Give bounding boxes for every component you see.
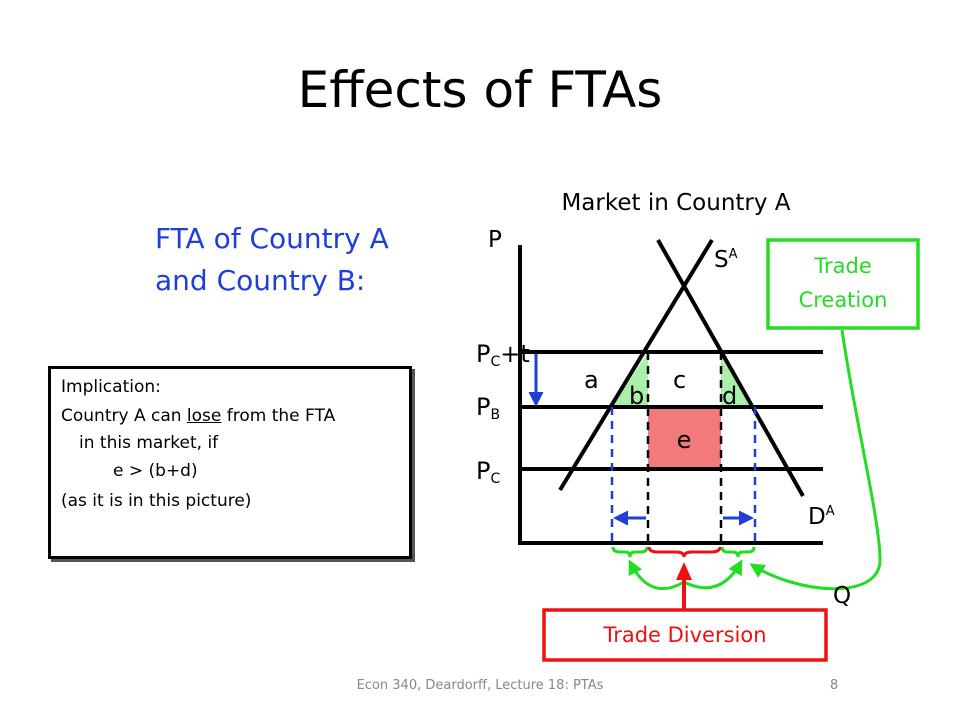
- implication-line-3: in this market, if: [79, 433, 219, 453]
- trade-creation-line-2: Creation: [799, 288, 888, 312]
- pb-sub: B: [490, 407, 500, 423]
- trade-diversion-box: [542, 608, 828, 662]
- pct-suffix: +t: [500, 340, 530, 368]
- brace-right-green: [720, 546, 756, 558]
- label-demand: DA: [808, 504, 835, 530]
- implication-box: Implication: Country A can lose from the…: [48, 366, 412, 559]
- label-supply: SA: [714, 247, 738, 273]
- brace-left-green: [611, 546, 649, 558]
- demand-sup: A: [826, 504, 835, 519]
- implication-line-5: (as it is in this picture): [61, 491, 252, 511]
- area-label-d: d: [722, 382, 737, 410]
- pct-sub: C: [490, 354, 500, 370]
- pb-main: P: [476, 393, 490, 421]
- brace-red: [647, 546, 722, 558]
- implication-lose-word: lose: [186, 406, 222, 426]
- implication-heading: Implication:: [61, 377, 161, 397]
- axis-label-q: Q: [833, 583, 851, 609]
- label-pc: PC: [476, 457, 500, 487]
- slide-footer: Econ 340, Deardorff, Lecture 18: PTAs: [356, 678, 604, 693]
- demand-main: D: [808, 504, 826, 530]
- trade-diversion-label: Trade Diversion: [602, 623, 766, 647]
- axis-label-p: P: [488, 227, 502, 253]
- supply-sup: A: [729, 247, 738, 262]
- diversion-arrow-left: [628, 559, 685, 591]
- area-label-a: a: [584, 366, 599, 394]
- diversion-arrow-right: [683, 559, 743, 590]
- implication-line-2-pre: Country A can: [61, 406, 187, 426]
- area-label-e: e: [677, 426, 692, 454]
- slide-title: Effects of FTAs: [297, 61, 663, 119]
- subtitle-line-1: FTA of Country A: [155, 222, 389, 255]
- implication-condition: e > (b+d): [113, 461, 198, 481]
- supply-curve: [558, 238, 714, 492]
- label-pb: PB: [476, 393, 500, 423]
- pc-sub: C: [490, 471, 500, 487]
- area-label-c: c: [673, 366, 686, 394]
- implication-line-2: Country A can lose from the FTA: [61, 402, 409, 430]
- diversion-arrow-head: [676, 562, 692, 580]
- pct-main: P: [476, 340, 490, 368]
- pc-main: P: [476, 457, 490, 485]
- implication-line-2-post: from the FTA: [221, 406, 336, 426]
- area-e-rectangle: [648, 407, 721, 469]
- area-label-b: b: [629, 382, 644, 410]
- subtitle-line-2: and Country B:: [155, 264, 366, 297]
- supply-main: S: [714, 247, 729, 273]
- fta-subtitle: FTA of Country A and Country B:: [155, 218, 389, 302]
- label-pc-plus-t: PC+t: [476, 340, 530, 370]
- creation-arrow: [749, 329, 882, 591]
- market-title: Market in Country A: [561, 190, 790, 216]
- page-number: 8: [830, 678, 839, 693]
- trade-creation-box: [766, 238, 920, 330]
- demand-curve: [656, 239, 805, 497]
- trade-creation-line-1: Trade: [813, 254, 872, 278]
